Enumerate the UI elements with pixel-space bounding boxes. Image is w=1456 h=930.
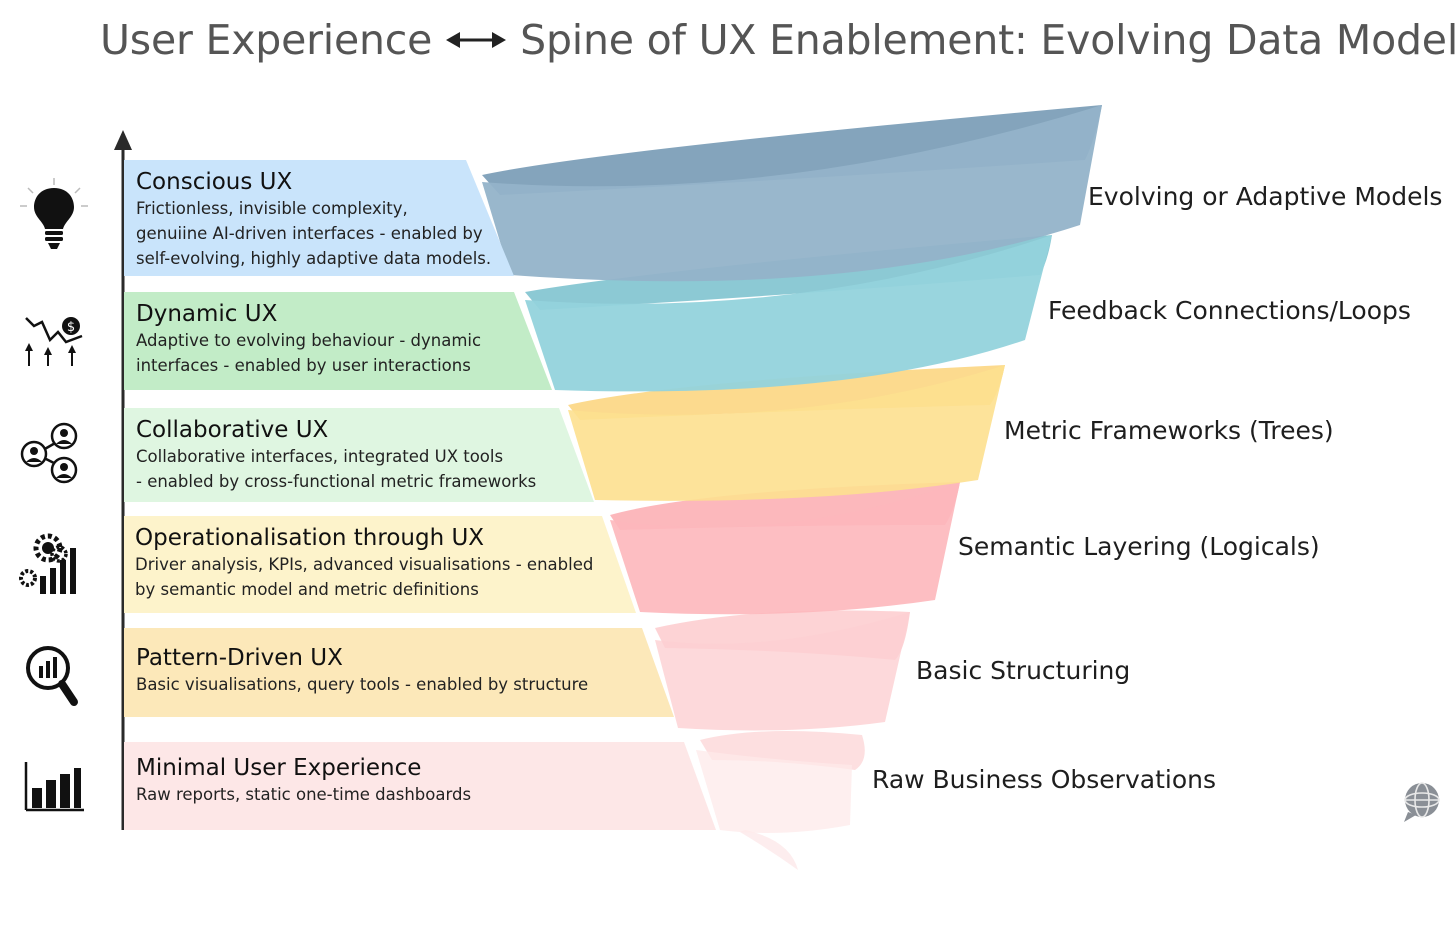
page-title: User Experience Spine of UX Enablement: … [100, 16, 1456, 64]
magnifier-chart-icon [26, 646, 78, 706]
globe-chat-icon [1404, 782, 1440, 822]
desc-line: Frictionless, invisible complexity, [136, 199, 408, 218]
desc-line: Raw reports, static one-time dashboards [136, 785, 472, 804]
level-description: Basic visualisations, query tools - enab… [136, 672, 662, 697]
funnel-label-adaptive-models: Evolving or Adaptive Models [1088, 182, 1443, 211]
desc-line: interfaces - enabled by user interaction… [136, 356, 471, 375]
lightbulb-icon [20, 178, 88, 249]
level-description: Adaptive to evolving behaviour - dynamic… [136, 328, 540, 378]
trend-dollar-icon: $ [25, 317, 83, 366]
funnel-tail [740, 830, 798, 870]
level-band-pattern-driven: Pattern-Driven UX Basic visualisations, … [124, 628, 674, 717]
level-title: Operationalisation through UX [135, 525, 485, 551]
desc-line: genuiine AI-driven interfaces - enabled … [136, 224, 483, 243]
desc-line: by semantic model and metric definitions [135, 580, 479, 599]
level-title: Collaborative UX [136, 417, 329, 443]
funnel-label-basic-structuring: Basic Structuring [916, 656, 1131, 685]
level-title: Pattern-Driven UX [136, 645, 343, 671]
level-band-conscious: Conscious UX Frictionless, invisible com… [124, 160, 514, 276]
funnel-layer-metric-frameworks [568, 365, 1005, 501]
level-description: Frictionless, invisible complexity, genu… [136, 196, 502, 271]
bar-chart-icon [24, 762, 84, 812]
funnel-layer-basic-structuring [655, 610, 910, 731]
title-left: User Experience [100, 16, 433, 64]
level-band-collaborative: Collaborative UX Collaborative interface… [124, 408, 594, 502]
level-description: Collaborative interfaces, integrated UX … [136, 444, 582, 494]
funnel-layer-semantic-layering [610, 482, 960, 615]
funnel-layer-raw-observations [696, 731, 865, 834]
level-title: Minimal User Experience [136, 755, 422, 781]
level-title: Dynamic UX [136, 301, 278, 327]
level-band-dynamic: Dynamic UX Adaptive to evolving behaviou… [124, 292, 552, 390]
level-description: Raw reports, static one-time dashboards [136, 782, 704, 807]
desc-line: Adaptive to evolving behaviour - dynamic [136, 331, 482, 350]
funnel-layer-adaptive-models [482, 105, 1102, 282]
desc-line: - enabled by cross-functional metric fra… [136, 472, 537, 491]
vertical-axis [114, 130, 132, 830]
desc-line: Basic visualisations, query tools - enab… [136, 675, 589, 694]
desc-line: self-evolving, highly adaptive data mode… [136, 249, 492, 268]
funnel-label-metric-frameworks: Metric Frameworks (Trees) [1004, 416, 1334, 445]
level-description: Driver analysis, KPIs, advanced visualis… [135, 552, 624, 602]
funnel-label-raw-observations: Raw Business Observations [872, 765, 1216, 794]
level-band-minimal: Minimal User Experience Raw reports, sta… [124, 742, 716, 830]
svg-text:$: $ [67, 320, 75, 335]
title-right: Spine of UX Enablement: Evolving Data Mo… [520, 16, 1456, 64]
funnel-label-feedback-loops: Feedback Connections/Loops [1048, 296, 1411, 325]
gears-chart-icon [19, 533, 76, 594]
desc-line: Driver analysis, KPIs, advanced visualis… [135, 555, 594, 574]
user-network-icon [20, 422, 78, 484]
double-arrow-icon [446, 32, 507, 48]
level-band-operationalisation: Operationalisation through UX Driver ana… [124, 516, 636, 613]
funnel-label-semantic-layering: Semantic Layering (Logicals) [958, 532, 1320, 561]
desc-line: Collaborative interfaces, integrated UX … [136, 447, 504, 466]
level-title: Conscious UX [136, 169, 293, 195]
